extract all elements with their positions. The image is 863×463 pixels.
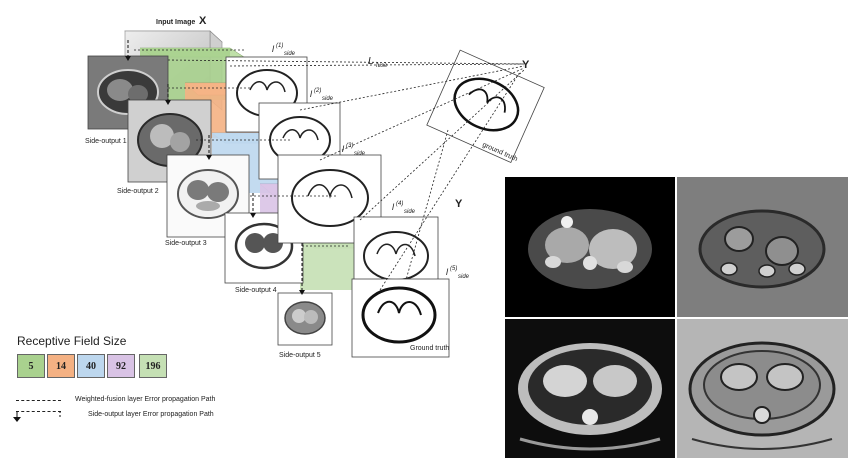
- loss-label-3: l (3) side: [342, 143, 366, 157]
- target-symbol-y-secondary: Y: [455, 198, 463, 210]
- svg-text:side: side: [322, 96, 334, 102]
- legend-title: Receptive Field Size: [17, 334, 127, 348]
- svg-text:l: l: [392, 202, 395, 212]
- mri-comparison-panel: [505, 177, 848, 458]
- side-output-path-line: [16, 411, 61, 412]
- mri-abdomen-edge-map: [677, 177, 848, 317]
- svg-text:L: L: [368, 56, 374, 67]
- ct-chest-original: [505, 319, 675, 458]
- rf-size-92: 92: [107, 354, 135, 378]
- ct-chest-edge-map: [677, 319, 848, 458]
- loss-label-2: l (2) side: [310, 88, 334, 102]
- side-output-1-label: Side-output 1: [85, 138, 127, 145]
- side-output-2-label: Side-output 2: [117, 188, 159, 195]
- input-symbol-x: X: [199, 15, 207, 27]
- target-symbol-y: Y: [522, 59, 530, 71]
- svg-text:l: l: [342, 144, 345, 154]
- input-image-label: Input Image: [156, 19, 195, 26]
- side-output-3-label: Side-output 3: [165, 240, 207, 247]
- arrow-heads: [125, 56, 305, 295]
- loss-label-4: l (4) side: [392, 201, 416, 215]
- svg-text:(5): (5): [450, 266, 457, 272]
- svg-text:l: l: [272, 44, 275, 54]
- rf-size-40: 40: [77, 354, 105, 378]
- side-output-5-label: Side-output 5: [279, 352, 321, 359]
- loss-label-5: l (5) side: [446, 266, 470, 280]
- svg-text:(1): (1): [276, 43, 283, 49]
- fuse-loss-label: L fuse: [368, 56, 388, 69]
- svg-text:side: side: [354, 151, 366, 157]
- rf-size-196: 196: [139, 354, 167, 378]
- svg-text:(3): (3): [346, 143, 353, 149]
- svg-text:side: side: [284, 51, 296, 57]
- svg-text:(2): (2): [314, 88, 321, 94]
- error-propagation-lines: [134, 49, 525, 291]
- svg-text:(4): (4): [396, 201, 403, 207]
- side-output-error-path-arrows: [127, 40, 303, 290]
- side-output-path-label: Side-output layer Error propagation Path: [88, 411, 214, 418]
- side-output-path-arrow-icon: [13, 411, 21, 422]
- rf-size-5: 5: [17, 354, 45, 378]
- side-output-3-image: [166, 154, 250, 238]
- rf-size-14: 14: [47, 354, 75, 378]
- mri-abdomen-original: [505, 177, 675, 317]
- loss-label-1: l (1) side: [272, 43, 296, 57]
- weighted-fusion-path-line: [16, 400, 61, 401]
- ground-truth-final-image: [351, 278, 450, 358]
- ground-truth-label: Ground truth: [410, 345, 449, 352]
- svg-text:side: side: [404, 209, 416, 215]
- side-output-5-image: [277, 292, 333, 346]
- svg-text:l: l: [310, 89, 313, 99]
- svg-text:l: l: [446, 267, 449, 277]
- svg-text:fuse: fuse: [376, 63, 388, 69]
- side-output-4-label: Side-output 4: [235, 287, 277, 294]
- side-output-path-end-tick: [59, 411, 61, 419]
- weighted-fusion-path-label: Weighted-fusion layer Error propagation …: [75, 396, 216, 403]
- svg-text:side: side: [458, 274, 470, 280]
